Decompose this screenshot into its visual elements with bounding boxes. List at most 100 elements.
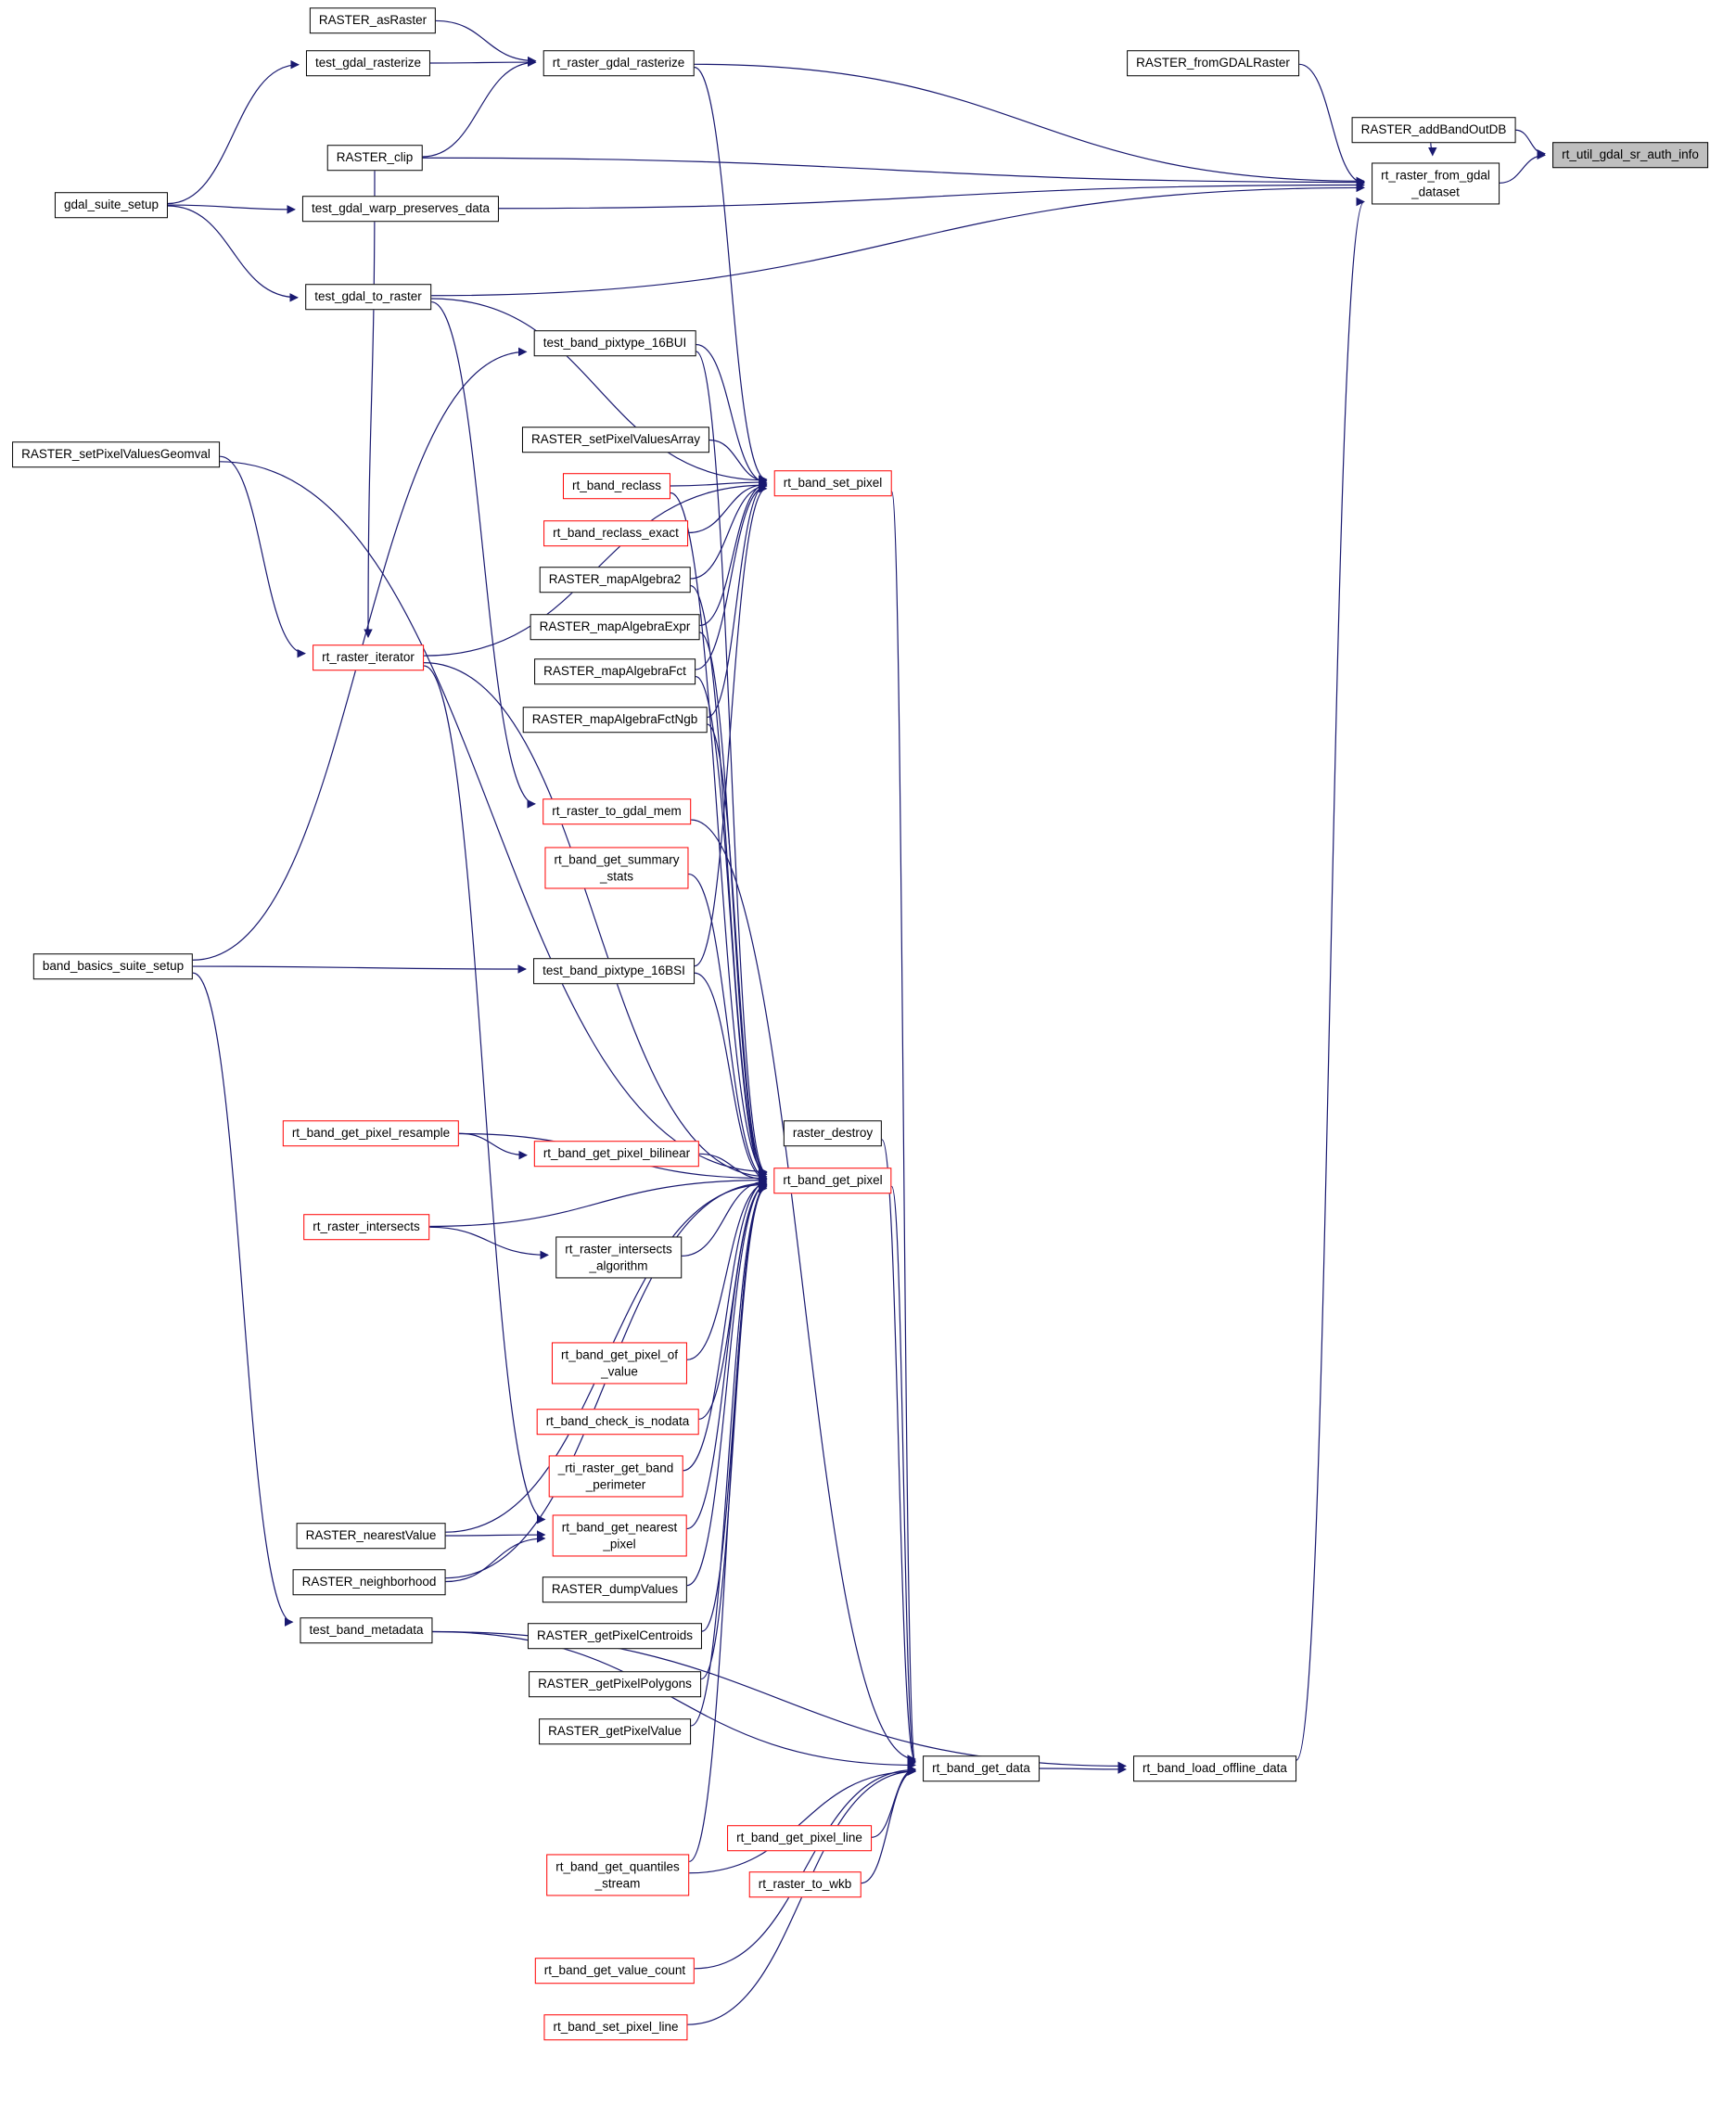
node-RASTER_dumpValues[interactable]: RASTER_dumpValues [542, 1576, 688, 1602]
node-label: rt_band_get_quantiles _stream [555, 1859, 680, 1890]
node-label: RASTER_getPixelCentroids [536, 1628, 694, 1643]
call-edge-test_gdal_rasterize--rt_raster_gdal_rasterize [429, 57, 537, 67]
node-rt_band_get_pixel[interactable]: rt_band_get_pixel [773, 1168, 892, 1193]
node-rt_band_get_pixel_of_value[interactable]: rt_band_get_pixel_of _value [551, 1342, 688, 1385]
node-label: rt_util_gdal_sr_auth_info [1562, 147, 1699, 162]
node-RASTER_clip[interactable]: RASTER_clip [326, 145, 423, 171]
node-RASTER_mapAlgebra2[interactable]: RASTER_mapAlgebra2 [539, 567, 691, 593]
node-label: RASTER_nearestValue [305, 1528, 437, 1543]
node-RASTER_setPixelValuesGeomval[interactable]: RASTER_setPixelValuesGeomval [12, 441, 220, 467]
node-rt_raster_intersects_algorithm[interactable]: rt_raster_intersects _algorithm [555, 1236, 682, 1279]
node-rt_raster_intersects[interactable]: rt_raster_intersects [303, 1214, 429, 1240]
node-label: rt_raster_to_gdal_mem [552, 804, 682, 819]
node-rt_band_get_pixel_line[interactable]: rt_band_get_pixel_line [727, 1825, 872, 1851]
node-RASTER_fromGDALRaster[interactable]: RASTER_fromGDALRaster [1127, 50, 1299, 76]
node-label: rt_band_set_pixel_line [553, 2020, 679, 2035]
call-edge-test_band_metadata--rt_band_load_offline_data [432, 1630, 1127, 1771]
node-RASTER_mapAlgebraFct[interactable]: RASTER_mapAlgebraFct [534, 658, 696, 684]
node-label: RASTER_neighborhood [301, 1575, 437, 1589]
node-RASTER_getPixelCentroids[interactable]: RASTER_getPixelCentroids [527, 1623, 703, 1649]
node-rt_band_get_pixel_resample[interactable]: rt_band_get_pixel_resample [282, 1120, 460, 1146]
node-rt_band_get_quantiles_stream[interactable]: rt_band_get_quantiles _stream [546, 1854, 689, 1896]
node-rt_raster_gdal_rasterize[interactable]: rt_raster_gdal_rasterize [542, 50, 695, 76]
call-edge-RASTER_setPixelValuesGeomval--rt_band_get_pixel [219, 461, 768, 1177]
node-label: rt_band_get_pixel [783, 1173, 883, 1188]
node-rt_band_load_offline_data[interactable]: rt_band_load_offline_data [1133, 1755, 1296, 1781]
node-rt_raster_iterator[interactable]: rt_raster_iterator [313, 645, 424, 670]
node-rt_band_get_value_count[interactable]: rt_band_get_value_count [534, 1958, 696, 1984]
node-label: RASTER_getPixelPolygons [538, 1677, 692, 1691]
node-test_gdal_warp_preserves_data[interactable]: test_gdal_warp_preserves_data [301, 196, 500, 222]
node-rt_raster_to_wkb[interactable]: rt_raster_to_wkb [748, 1871, 862, 1897]
node-RASTER_mapAlgebraExpr[interactable]: RASTER_mapAlgebraExpr [530, 614, 700, 640]
node-label: rt_band_get_summary _stats [554, 852, 680, 883]
node-rt_band_set_pixel_line[interactable]: rt_band_set_pixel_line [543, 2014, 688, 2040]
node-label: rt_band_get_pixel_of _value [560, 1347, 679, 1378]
node-label: RASTER_addBandOutDB [1360, 122, 1507, 137]
node-RASTER_mapAlgebraFctNgb[interactable]: RASTER_mapAlgebraFctNgb [522, 707, 708, 733]
node-label: RASTER_getPixelValue [548, 1724, 682, 1739]
node-rt_raster_from_gdal_dataset[interactable]: rt_raster_from_gdal _dataset [1372, 162, 1500, 205]
call-edge-test_band_metadata--rt_band_get_data [432, 1630, 916, 1770]
call-edge-rt_band_get_nearest_pixel--rt_band_get_pixel [686, 1181, 768, 1530]
node-test_band_pixtype_16BSI[interactable]: test_band_pixtype_16BSI [533, 958, 695, 984]
node-label: RASTER_mapAlgebra2 [548, 572, 682, 587]
node-rt_band_reclass_exact[interactable]: rt_band_reclass_exact [543, 520, 688, 546]
node-label: RASTER_clip [336, 150, 414, 165]
node-rt_band_reclass[interactable]: rt_band_reclass [562, 473, 671, 499]
call-edge-test_band_pixtype_16BSI--rt_band_get_pixel [694, 972, 768, 1184]
call-edge-rt_band_reclass--rt_band_get_pixel [670, 491, 768, 1178]
node-label: RASTER_mapAlgebraFctNgb [531, 712, 698, 727]
node-band_basics_suite_setup[interactable]: band_basics_suite_setup [32, 953, 194, 979]
node-test_gdal_to_raster[interactable]: test_gdal_to_raster [305, 284, 431, 310]
node-rt_band_get_nearest_pixel[interactable]: rt_band_get_nearest _pixel [552, 1514, 687, 1557]
node-label: RASTER_fromGDALRaster [1136, 56, 1290, 70]
node-rt_band_get_data[interactable]: rt_band_get_data [923, 1755, 1040, 1781]
node-label: rt_band_set_pixel [783, 476, 883, 491]
node-rt_band_check_is_nodata[interactable]: rt_band_check_is_nodata [536, 1409, 699, 1435]
node-RASTER_addBandOutDB[interactable]: RASTER_addBandOutDB [1351, 117, 1516, 143]
call-edge-rt_raster_iterator--rt_band_get_nearest_pixel [423, 665, 546, 1525]
node-test_band_metadata[interactable]: test_band_metadata [300, 1617, 433, 1643]
call-edge-RASTER_setPixelValuesArray--rt_band_set_pixel [708, 439, 768, 486]
node-RASTER_getPixelValue[interactable]: RASTER_getPixelValue [539, 1718, 691, 1744]
node-label: RASTER_asRaster [318, 13, 428, 28]
node-label: rt_raster_intersects _algorithm [565, 1242, 672, 1272]
call-edge-gdal_suite_setup--test_gdal_to_raster [167, 205, 299, 302]
call-edge-rt_raster_gdal_rasterize--rt_band_set_pixel [694, 66, 768, 484]
call-edge-test_band_pixtype_16BUI--rt_band_set_pixel [696, 343, 768, 488]
call-edge-rt_band_get_quantiles_stream--rt_band_get_pixel [688, 1181, 768, 1863]
call-edge-RASTER_clip--rt_raster_gdal_rasterize [422, 57, 537, 158]
call-edge-RASTER_mapAlgebra2--rt_band_set_pixel [690, 481, 768, 580]
node-test_band_pixtype_16BUI[interactable]: test_band_pixtype_16BUI [533, 330, 696, 356]
node-rt_util_gdal_sr_auth_info[interactable]: rt_util_gdal_sr_auth_info [1552, 142, 1708, 168]
node-RASTER_nearestValue[interactable]: RASTER_nearestValue [296, 1523, 446, 1549]
node-raster_destroy[interactable]: raster_destroy [783, 1120, 883, 1146]
node-RASTER_neighborhood[interactable]: RASTER_neighborhood [292, 1569, 446, 1595]
call-edge-RASTER_clip--rt_raster_iterator [364, 170, 376, 638]
call-edge-band_basics_suite_setup--test_band_pixtype_16BSI [192, 964, 527, 974]
node-label: RASTER_mapAlgebraExpr [539, 619, 691, 634]
node-RASTER_getPixelPolygons[interactable]: RASTER_getPixelPolygons [529, 1671, 701, 1697]
call-edge-RASTER_mapAlgebraFct--rt_band_set_pixel [695, 481, 768, 670]
call-edge-rt_band_reclass--rt_band_set_pixel [670, 478, 768, 487]
node-rt_band_get_summary_stats[interactable]: rt_band_get_summary _stats [544, 847, 689, 889]
node-RASTER_setPixelValuesArray[interactable]: RASTER_setPixelValuesArray [521, 427, 710, 453]
node-label: rt_band_get_pixel_resample [291, 1126, 451, 1141]
call-edge-rt_raster_intersects--rt_raster_intersects_algorithm [428, 1226, 549, 1260]
call-edge-rt_band_reclass_exact--rt_band_set_pixel [687, 479, 768, 534]
call-edge-test_gdal_to_raster--rt_raster_from_gdal_dataset [430, 183, 1365, 297]
node-rt_raster_to_gdal_mem[interactable]: rt_raster_to_gdal_mem [542, 798, 691, 824]
node-gdal_suite_setup[interactable]: gdal_suite_setup [54, 192, 169, 218]
node-rt_band_get_pixel_bilinear[interactable]: rt_band_get_pixel_bilinear [533, 1141, 700, 1167]
node-RASTER_asRaster[interactable]: RASTER_asRaster [309, 7, 437, 33]
node-_rti_raster_get_band_perimeter[interactable]: _rti_raster_get_band _perimeter [548, 1455, 683, 1498]
call-edge-RASTER_dumpValues--rt_band_get_pixel [686, 1180, 768, 1587]
node-test_gdal_rasterize[interactable]: test_gdal_rasterize [305, 50, 431, 76]
node-label: rt_raster_from_gdal _dataset [1381, 168, 1490, 198]
call-edge-RASTER_addBandOutDB--rt_util_gdal_sr_auth_info [1515, 129, 1546, 159]
node-rt_band_set_pixel[interactable]: rt_band_set_pixel [773, 470, 892, 496]
node-label: rt_raster_to_wkb [758, 1877, 852, 1892]
call-edge-RASTER_mapAlgebraFctNgb--rt_band_set_pixel [707, 479, 768, 719]
